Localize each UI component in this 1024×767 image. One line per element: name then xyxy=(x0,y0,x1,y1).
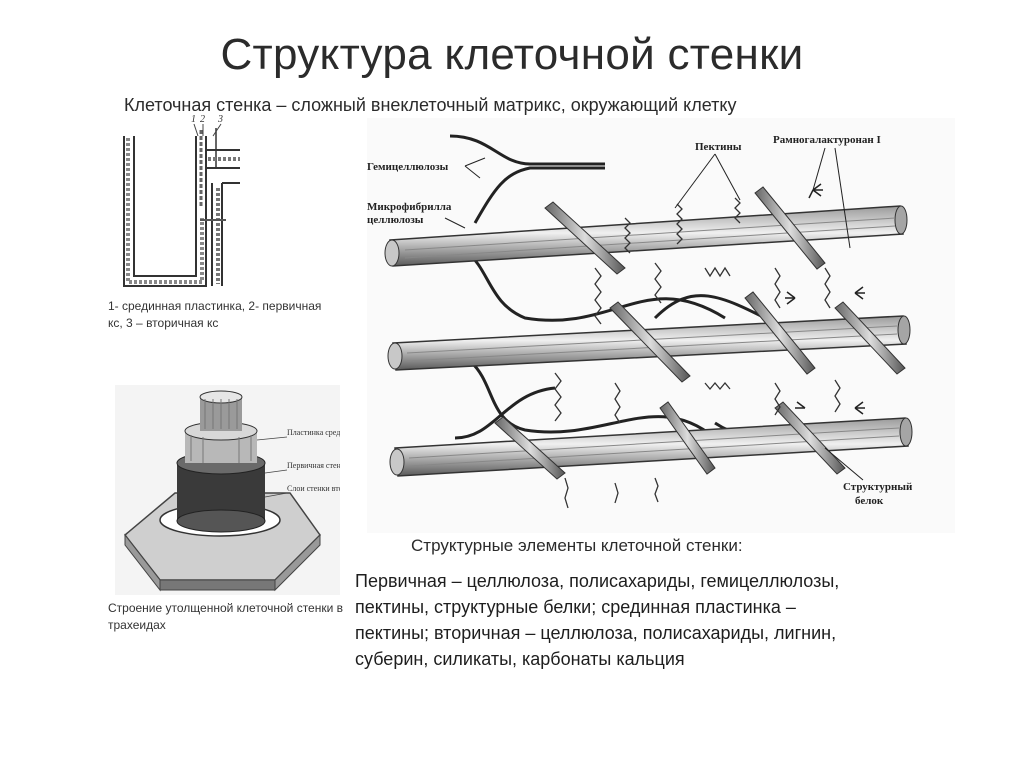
label-rhamnogalacturonan: Рамногалактуронан I xyxy=(773,134,881,146)
marker-2: 2 xyxy=(200,114,205,125)
label-structural-protein-2: белок xyxy=(855,495,884,507)
structural-elements-heading: Структурные элементы клеточной стенки: xyxy=(411,536,743,555)
tracheid-label-1: Пластинка срединная xyxy=(287,428,340,437)
cell-wall-layers-figure: 1 2 3 xyxy=(123,114,240,287)
label-structural-protein-1: Структурный xyxy=(843,481,913,493)
body-line: суберин, силикаты, карбонаты кальция xyxy=(355,649,685,669)
body-line: пектины, структурные белки; срединная пл… xyxy=(355,597,796,617)
label-microfibril-2: целлюлозы xyxy=(367,214,424,226)
body-line: Первичная – целлюлоза, полисахариды, гем… xyxy=(355,571,840,591)
body-line: пектины; вторичная – целлюлоза, полисаха… xyxy=(355,623,837,643)
tracheid-caption: Строение утолщенной клеточной стенки в т… xyxy=(108,601,344,632)
structural-elements-text: Первичная – целлюлоза, полисахариды, гем… xyxy=(355,568,995,672)
label-microfibril-1: Микрофибрилла xyxy=(367,201,452,213)
marker-3: 3 xyxy=(217,114,223,125)
page-title: Структура клеточной стенки xyxy=(220,30,804,79)
tracheid-wall-figure: Пластинка срединная Первичная стенка Сло… xyxy=(115,385,340,595)
label-pectins: Пектины xyxy=(695,141,742,153)
cell-wall-molecular-diagram: Гемицеллюлозы Микрофибрилла целлюлозы Пе… xyxy=(367,118,955,533)
wall-layers-caption: 1- срединная пластинка, 2- первичная кс,… xyxy=(108,299,322,330)
marker-1: 1 xyxy=(191,114,196,125)
label-hemicellulose: Гемицеллюлозы xyxy=(367,161,449,173)
tracheid-label-2: Первичная стенка xyxy=(287,461,340,470)
tracheid-label-3: Слои стенки вторичной xyxy=(287,484,340,493)
page-subtitle: Клеточная стенка – сложный внеклеточный … xyxy=(124,95,737,115)
